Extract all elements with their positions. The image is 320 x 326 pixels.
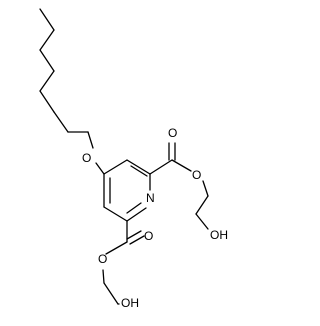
chain-to-oxygen-bond (87, 131, 94, 149)
ring-bond-c3-c2 (126, 159, 151, 175)
chain-bond-4 (39, 70, 55, 92)
upper-ether-oxygen-label: O (192, 168, 201, 182)
upper-ether-to-ch2-bond (202, 180, 209, 197)
ring-nitrogen-label: N (146, 191, 155, 205)
ring-bond-n-c6-inner (126, 202, 142, 214)
lower-ether-oxygen-label: O (98, 252, 107, 266)
pyridine-ring (103, 159, 151, 222)
oxygen-to-ring-bond (95, 162, 105, 175)
ring-bond-n-c6 (126, 207, 147, 222)
chain-bond-5 (39, 90, 55, 113)
lower-carbonyl-double-bond-b (129, 235, 145, 245)
upper-carbonyl-to-ether-bond (171, 159, 192, 172)
lower-ether-to-ch2-bond (102, 269, 105, 284)
upper-ch2-to-hydroxyl-bond (195, 213, 209, 230)
lower-ester-group (102, 220, 145, 305)
ether-linkage (95, 162, 105, 175)
upper-carbonyl-oxygen-label: O (168, 126, 177, 140)
ring-bond-c2-c2-inner (130, 165, 148, 177)
upper-ch2-ch2-bond (195, 195, 209, 215)
ring-bond-c6-c5 (103, 206, 128, 222)
chain-bond-6 (53, 111, 69, 133)
upper-ester-group (149, 142, 209, 215)
lower-carbonyl-oxygen-label: O (144, 229, 153, 243)
lower-ch2-ch2-bond (103, 282, 119, 305)
ring-bond-c4-c3 (103, 159, 128, 175)
lower-carbonyl-double-bond-a (126, 230, 142, 240)
ether-oxygen-label: O (82, 151, 91, 165)
ring-to-upper-carbonyl-bond (149, 159, 173, 175)
lower-hydroxyl-label: OH (121, 296, 139, 310)
chain-bond-1 (39, 8, 55, 31)
chain-bond-2 (39, 29, 55, 51)
upper-hydroxyl-label: OH (210, 228, 228, 242)
octyl-chain (39, 8, 94, 149)
chain-bond-3 (39, 49, 55, 72)
structure-diagram: O N O O OH O O OH (39, 8, 228, 310)
lower-carbonyl-to-ether-bond (105, 241, 128, 255)
